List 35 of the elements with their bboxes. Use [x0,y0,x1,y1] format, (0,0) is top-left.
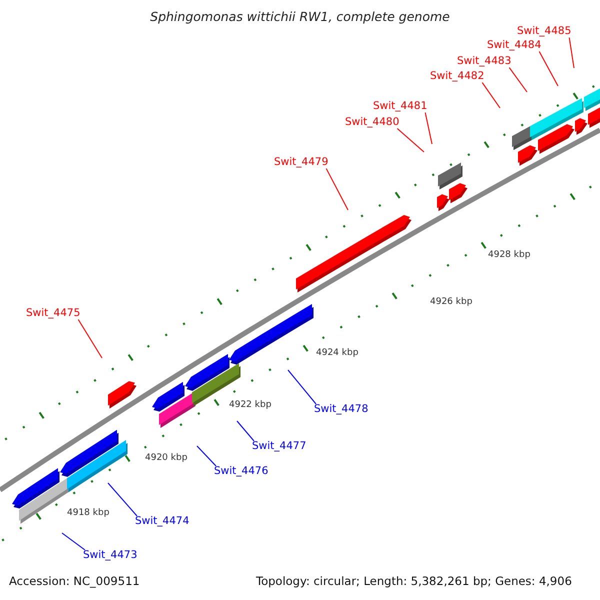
leader-line [396,128,424,152]
leader-line [62,532,86,550]
gene-label: Swit_4478 [314,404,368,416]
gene-label: Swit_4484 [487,40,542,52]
scale-label: 4926 kbp [430,298,472,308]
gene-label: Swit_4483 [457,56,512,68]
gene-label: Swit_4474 [135,516,190,528]
scale-label: 4924 kbp [316,349,358,359]
gene-label: Swit_4479 [274,157,328,169]
leader-line [236,420,254,442]
leader-line [78,319,102,358]
gene-label: Swit_4475 [26,308,80,320]
scale-label: 4918 kbp [67,509,110,519]
leader-line [196,446,216,466]
gene-label: Swit_4485 [517,26,572,38]
gene-label: Swit_4477 [252,441,306,453]
info-text: Topology: circular; Length: 5,382,261 bp; Genes: 4,906 [256,575,572,588]
leader-line [424,112,432,144]
gene-label: Swit_4481 [373,101,428,113]
title: Sphingomonas wittichii RW1, complete genome [149,10,451,24]
leader-line [568,37,574,68]
gene-label: Swit_4473 [83,550,138,562]
gene-label: Swit_4476 [214,466,268,478]
scale-label: 4928 kbp [488,251,530,261]
scale-label: 4920 kbp [145,454,188,464]
info-text: Accession: NC_009511 [9,575,140,588]
leader-line [288,370,316,404]
gene-label: Swit_4480 [345,117,400,129]
scale-label: 4922 kbp [229,401,272,411]
leader-line [482,82,500,108]
leader-line [538,51,558,86]
leader-line [508,67,528,92]
leader-line [326,168,348,210]
leader-line [108,482,138,516]
gene-label: Swit_4482 [430,71,484,83]
